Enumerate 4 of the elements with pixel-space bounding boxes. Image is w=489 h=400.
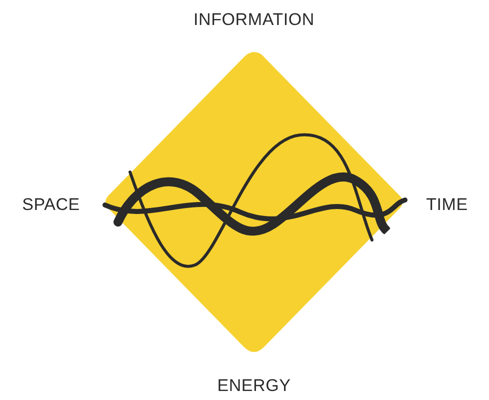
axis-label: SPACE	[22, 195, 80, 215]
axis-label: ENERGY	[217, 376, 291, 396]
axis-label: TIME	[426, 195, 468, 215]
axis-label: INFORMATION	[193, 10, 315, 30]
